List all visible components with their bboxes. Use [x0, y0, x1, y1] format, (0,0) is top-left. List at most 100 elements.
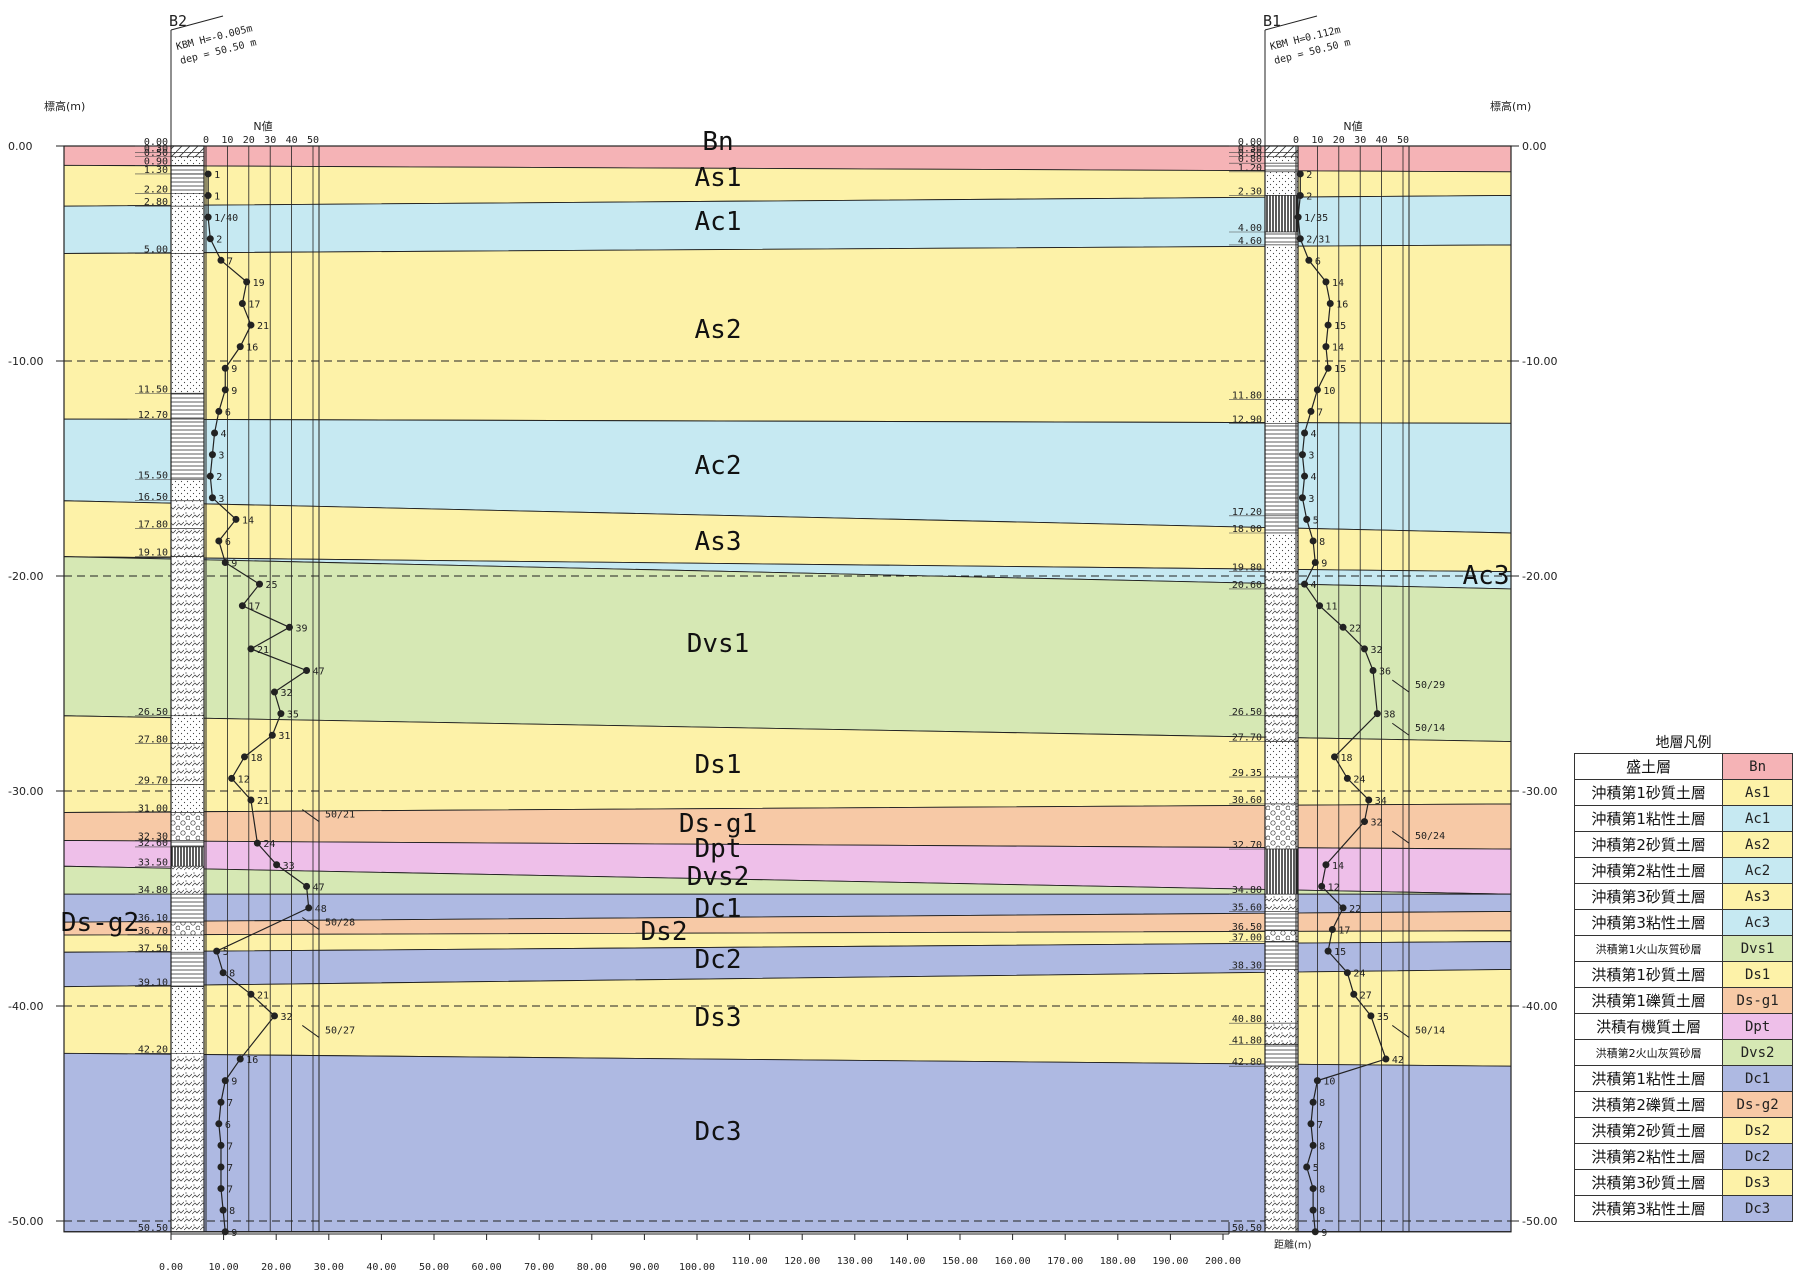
nvalue-refusal-label: 50/27 — [325, 1025, 355, 1036]
nvalue-point — [236, 1055, 244, 1063]
depth-label: 17.20 — [1232, 507, 1262, 518]
nvalue-point — [204, 170, 212, 178]
nvalue-label: 1 — [214, 192, 220, 203]
nvalue-point — [1318, 882, 1326, 890]
depth-label: 37.00 — [1232, 933, 1262, 944]
borehole-soil-segment — [1264, 399, 1299, 424]
borehole-soil-segment — [170, 418, 205, 480]
nvalue-label: 4 — [1311, 580, 1317, 591]
nvalue-refusal-label: 50/14 — [1415, 723, 1445, 734]
nvalue-line — [1297, 173, 1387, 1232]
nvalue-point — [1309, 1185, 1317, 1193]
nvalue-tick-label: 20 — [243, 135, 255, 146]
nvalue-point — [217, 256, 225, 264]
nvalue-label: 34 — [1375, 796, 1387, 807]
legend-stratum-code: Ds-g2 — [1722, 1091, 1793, 1118]
nvalue-point — [1305, 256, 1313, 264]
nvalue-point — [219, 969, 227, 977]
nvalue-label: 17 — [248, 602, 260, 613]
nvalue-label: 8 — [1319, 537, 1325, 548]
nvalue-point — [247, 796, 255, 804]
nvalue-refusal-leader — [1392, 830, 1410, 844]
distance-tick-label: 50.00 — [419, 1262, 449, 1273]
nvalue-label: 1 — [214, 170, 220, 181]
nvalue-point — [221, 559, 229, 567]
borehole-soil-segment — [1264, 162, 1299, 173]
borehole-soil-segment — [1264, 1065, 1299, 1233]
legend-stratum-code: Ac3 — [1722, 909, 1793, 936]
borehole-soil-segment — [1264, 776, 1299, 805]
borehole-soil-segment — [170, 812, 205, 841]
nvalue-point — [221, 386, 229, 394]
nvalue-point — [253, 839, 261, 847]
legend-stratum-code: Ac2 — [1722, 857, 1793, 884]
nvalue-label: 14 — [242, 515, 254, 526]
legend-stratum-name: 盛土層 — [1573, 753, 1724, 780]
nvalue-point — [1311, 559, 1319, 567]
nvalue-point — [1343, 969, 1351, 977]
nvalue-label: 1/40 — [214, 213, 238, 224]
nvalue-point — [1365, 796, 1373, 804]
nvalue-label: 16 — [1336, 299, 1348, 310]
depth-label: 12.90 — [1232, 414, 1262, 425]
nvalue-label: 25 — [266, 580, 278, 591]
depth-label: 39.10 — [138, 978, 168, 989]
depth-label: 32.60 — [138, 838, 168, 849]
legend-stratum-name: 沖積第1砂質土層 — [1573, 779, 1724, 806]
borehole-soil-segment — [1264, 941, 1299, 970]
borehole-soil-segment — [170, 556, 205, 717]
nvalue-point — [204, 192, 212, 200]
nvalue-point — [1296, 235, 1304, 243]
legend-stratum-code: Ds3 — [1722, 1169, 1793, 1196]
nvalue-tick-label: 40 — [1376, 135, 1388, 146]
distance-tick-label: 70.00 — [524, 1262, 554, 1273]
nvalue-point — [247, 645, 255, 653]
nvalue-label: 8 — [1319, 1098, 1325, 1109]
legend-stratum-name: 洪積第2礫質土層 — [1573, 1091, 1724, 1118]
elevation-tick-label-right: 0.00 — [1522, 140, 1547, 153]
nvalue-label: 2 — [1306, 170, 1312, 181]
nvalue-refusal-leader — [302, 809, 320, 822]
nvalue-point — [1322, 278, 1330, 286]
borehole-header-slant — [1264, 15, 1318, 31]
legend-stratum-name: 沖積第2砂質土層 — [1573, 831, 1724, 858]
nvalue-label: 12 — [1328, 882, 1340, 893]
legend-stratum-name: 洪積第1粘性土層 — [1573, 1065, 1724, 1092]
borehole-soil-segment — [170, 846, 205, 867]
nvalue-label: 7 — [1317, 1120, 1323, 1131]
legend-stratum-name: 洪積第1火山灰質砂層 — [1573, 935, 1724, 962]
depth-label: 0.30 — [1238, 143, 1262, 154]
nvalue-label: 15 — [1334, 321, 1346, 332]
stratum-label-ac1: Ac1 — [695, 207, 742, 237]
legend-stratum-code: Dc3 — [1722, 1195, 1793, 1222]
distance-tick-label: 180.00 — [1100, 1256, 1136, 1267]
stratum-label-ac2: Ac2 — [695, 451, 742, 481]
depth-label: 36.70 — [138, 926, 168, 937]
borehole-soil-segment — [170, 893, 205, 923]
borehole-soil-segment — [170, 478, 205, 502]
nvalue-point — [1382, 1055, 1390, 1063]
depth-label: 26.50 — [1232, 707, 1262, 718]
nvalue-refusal-leader — [1392, 679, 1410, 693]
nvalue-refusal-label: 50/29 — [1415, 680, 1445, 691]
depth-label: 40.80 — [1232, 1014, 1262, 1025]
borehole-soil-segment — [1264, 195, 1299, 233]
nvalue-point — [303, 882, 311, 890]
nvalue-label: 6 — [225, 407, 231, 418]
distance-tick-label: 140.00 — [889, 1256, 925, 1267]
depth-label: 4.00 — [1238, 223, 1262, 234]
nvalue-label: 35 — [287, 710, 299, 721]
nvalue-label: 1/35 — [1304, 213, 1328, 224]
depth-label: 30.60 — [1232, 795, 1262, 806]
depth-label: 38.30 — [1232, 960, 1262, 971]
nvalue-tick-label: 30 — [1354, 135, 1366, 146]
elevation-tick-label-left: -30.00 — [8, 785, 43, 798]
nvalue-point — [238, 602, 246, 610]
legend-stratum-name: 洪積第3粘性土層 — [1573, 1195, 1724, 1222]
